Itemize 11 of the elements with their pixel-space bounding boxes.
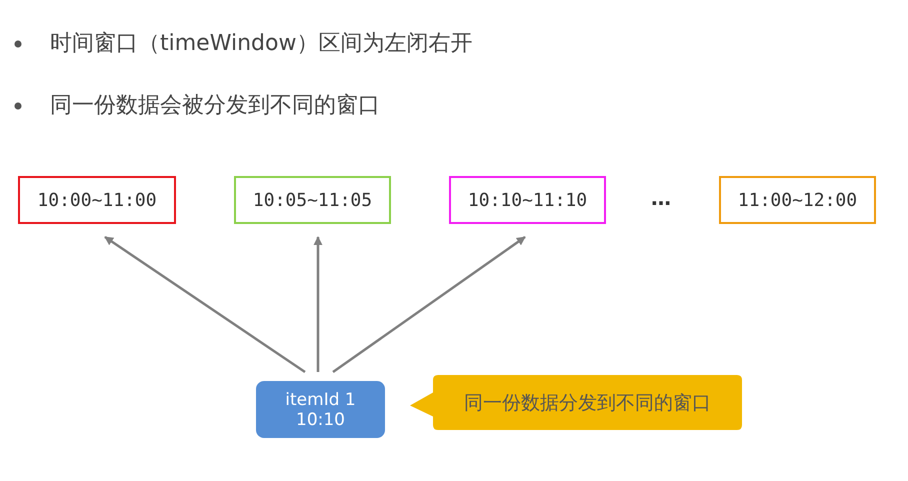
callout-bubble: 同一份数据分发到不同的窗口	[410, 375, 742, 430]
time-window-box: 10:05~11:05	[234, 176, 391, 224]
arrow	[314, 236, 322, 372]
time-window-box: 10:10~11:10	[449, 176, 606, 224]
time-window-box: 10:00~11:00	[18, 176, 176, 224]
ellipsis-text: …	[651, 186, 671, 210]
time-window-box: 11:00~12:00	[719, 176, 876, 224]
arrow	[104, 236, 306, 374]
bullet-text: 时间窗口（timeWindow）区间为左闭右开	[50, 30, 472, 58]
data-item-box: itemId 1 10:10	[256, 381, 385, 438]
bullet-text: 同一份数据会被分发到不同的窗口	[50, 92, 380, 120]
